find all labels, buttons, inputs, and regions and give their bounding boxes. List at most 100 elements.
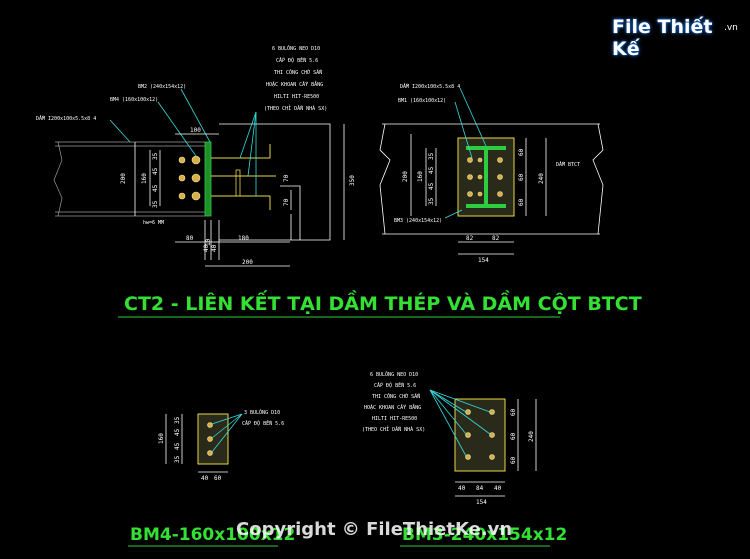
- bm4-detail: [165, 413, 243, 473]
- btct-label: DẦM BTCT: [556, 161, 580, 168]
- section-title-bm4: BM4-160x100x12: [130, 525, 295, 545]
- dim-text: 180: [238, 235, 249, 242]
- dim-text: 200: [242, 259, 253, 266]
- dim-text: 35: [174, 416, 181, 424]
- leader-line: [211, 413, 243, 439]
- dim-text: 350: [349, 175, 356, 186]
- bolt: [178, 192, 186, 200]
- note-line: 3 BULÔNG D10: [244, 409, 280, 416]
- leader-line: [459, 87, 487, 147]
- dim-text: 200: [120, 173, 127, 184]
- logo-suffix: .vn: [724, 23, 738, 33]
- beam-web: [484, 150, 488, 204]
- dim-text: 10: [205, 238, 212, 246]
- beam-flange: [466, 204, 506, 208]
- dim-text: 35: [152, 200, 159, 208]
- leader-line: [429, 389, 491, 413]
- plate-label: BM1 (160x100x12): [398, 98, 446, 104]
- section-title-bm3: BM3-240x154x12: [402, 525, 567, 545]
- bolt: [489, 409, 495, 415]
- logo-text: File Thiết Kế: [612, 16, 713, 60]
- bolt: [489, 454, 495, 460]
- weld-label: hw=6 MM: [143, 220, 164, 226]
- bolt: [477, 174, 483, 180]
- dim-text: 154: [476, 499, 487, 506]
- dim-text: 60: [214, 475, 222, 482]
- leader-line: [429, 389, 491, 435]
- btct-step: [280, 185, 301, 240]
- plate-label: BM4 (160x100x12): [110, 97, 158, 103]
- bolt: [489, 432, 495, 438]
- plate-label: BM2 (240x154x12): [138, 84, 186, 90]
- bolt: [497, 174, 503, 180]
- bolt: [191, 191, 201, 201]
- dim-text: 60: [510, 408, 517, 416]
- bolt: [465, 409, 471, 415]
- dim-text: 35: [428, 197, 435, 205]
- bolt: [477, 191, 483, 197]
- bolt: [465, 432, 471, 438]
- dim-text: 60: [518, 198, 525, 206]
- dim-text: 45: [428, 182, 435, 190]
- leader-line: [180, 88, 211, 143]
- leader-line: [429, 389, 467, 435]
- dim-text: 70: [283, 174, 290, 182]
- break-line: [592, 123, 604, 235]
- dim-text: 40: [458, 485, 466, 492]
- break-line: [379, 123, 391, 235]
- leader-line: [211, 413, 243, 453]
- dim-text: 45: [428, 166, 435, 174]
- note-line: 6 BULÔNG NEO D10: [272, 45, 320, 52]
- leader-line: [429, 389, 467, 457]
- note-line: CẤP ĐỘ BỀN 5.6: [374, 381, 416, 389]
- dim-text: 160: [417, 171, 424, 182]
- section-title-ct2: CT2 - LIÊN KẾT TẠI DẦM THÉP VÀ DẦM CỘT B…: [124, 289, 642, 315]
- beam-label: DẦM I200x100x5.5x8 4: [400, 83, 460, 90]
- plate-label: BM3 (240x154x12): [394, 218, 442, 224]
- bolt: [191, 155, 201, 165]
- bolt: [467, 157, 473, 163]
- dim-text: 45: [152, 167, 159, 175]
- dim-text: 40: [211, 244, 218, 252]
- dim-text: 240: [528, 431, 535, 442]
- site-logo: File Thiết Kế .vn: [612, 12, 742, 60]
- dim-text: 35: [428, 152, 435, 160]
- note-line: HILTI HIT-RE500: [372, 416, 417, 422]
- bolt: [467, 191, 473, 197]
- dim-text: 60: [510, 456, 517, 464]
- dim-text: 240: [538, 173, 545, 184]
- bm4-plate: [197, 413, 229, 465]
- bolt: [207, 450, 213, 456]
- dim-text: 70: [283, 198, 290, 206]
- dim-text: 160: [158, 433, 165, 444]
- leader-line: [444, 209, 463, 219]
- leader-line: [211, 413, 243, 425]
- dim-text: 82: [492, 235, 500, 242]
- leader-line: [429, 389, 467, 413]
- bolt: [497, 191, 503, 197]
- dim-text: 45: [174, 428, 181, 436]
- bolt: [477, 157, 483, 163]
- dim-text: 80: [186, 235, 194, 242]
- leader-line: [454, 101, 473, 159]
- bolt: [178, 156, 186, 164]
- leader-line: [157, 101, 197, 157]
- dim-text: 40: [494, 485, 502, 492]
- side-elevation: [53, 88, 345, 267]
- note-line: HOẶC KHOAN CẤY BẰNG: [364, 403, 421, 411]
- dim-text: 35: [174, 455, 181, 463]
- beam-label: DẦM I200x100x5.5x8 4: [36, 115, 96, 122]
- bolt: [467, 174, 473, 180]
- leader-line: [109, 119, 131, 143]
- beam-flange: [466, 146, 506, 150]
- bolt: [178, 174, 186, 182]
- leader-line: [247, 111, 257, 177]
- dim-text: 60: [518, 173, 525, 181]
- note-line: (THEO CHỈ DẪN NHÀ SX): [264, 104, 327, 112]
- bm3-plate: [454, 398, 506, 472]
- note-line: 6 BULÔNG NEO D10: [370, 371, 418, 378]
- dim-text: 40: [201, 475, 209, 482]
- bolt: [191, 173, 201, 183]
- note-line: THI CÔNG CHỜ SẴN: [274, 69, 322, 76]
